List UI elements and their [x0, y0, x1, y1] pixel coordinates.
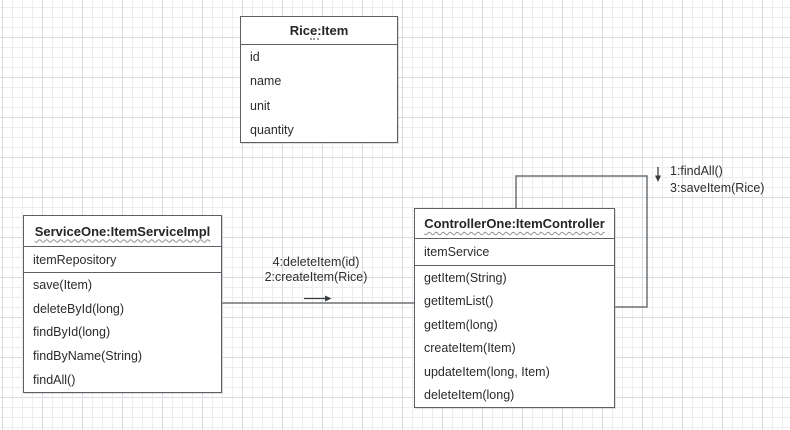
node-title-text: ControllerOne:ItemController: [424, 216, 605, 231]
uml-node-service-one[interactable]: ServiceOne:ItemServiceImpl itemRepositor…: [23, 215, 222, 393]
method-row: getItemList(): [424, 294, 494, 309]
edge-label-controller-self-loop[interactable]: 1:findAll() 3:saveItem(Rice): [670, 163, 764, 196]
method-row: createItem(Item): [424, 341, 516, 356]
attribute-row: itemRepository: [33, 252, 117, 267]
right-arrow-icon: [304, 295, 332, 302]
node-title: Rice:Item: [241, 17, 397, 45]
uml-node-controller-one[interactable]: ControllerOne:ItemController itemService…: [414, 208, 615, 408]
service-methods: save(Item) deleteById(long) findById(lon…: [24, 273, 221, 392]
down-arrow-icon: [655, 167, 661, 182]
attribute-row: name: [250, 74, 282, 89]
node-title-text: ServiceOne:ItemServiceImpl: [34, 223, 211, 239]
edge-label-line: 2:createItem(Rice): [264, 270, 368, 284]
edge-label-line: 1:findAll(): [670, 164, 723, 178]
uml-node-rice-item[interactable]: Rice:Item id name unit quantity: [240, 16, 398, 143]
edge-label-line: 3:saveItem(Rice): [670, 180, 765, 195]
controller-methods: getItem(String) getItemList() getItem(lo…: [415, 266, 614, 407]
method-row: getItem(String): [424, 270, 507, 285]
attribute-row: quantity: [250, 122, 294, 137]
spellcheck-squiggle: [310, 37, 319, 40]
method-row: deleteItem(long): [424, 388, 515, 403]
method-row: deleteById(long): [33, 301, 125, 316]
controller-attributes: itemService: [415, 239, 614, 266]
method-row: findByName(String): [33, 349, 143, 364]
node-title: ControllerOne:ItemController: [415, 209, 614, 239]
attribute-row: itemService: [424, 245, 490, 259]
method-row: updateItem(long, Item): [424, 364, 550, 379]
node-title: ServiceOne:ItemServiceImpl: [24, 216, 221, 247]
method-row: save(Item): [33, 277, 93, 292]
edge-label-service-controller[interactable]: 4:deleteItem(id) 2:createItem(Rice): [236, 255, 396, 285]
attribute-row: id: [250, 50, 260, 65]
rice-attributes: id name unit quantity: [241, 45, 397, 142]
method-row: getItem(long): [424, 317, 498, 332]
method-row: findById(long): [33, 325, 111, 340]
service-attributes: itemRepository: [24, 247, 221, 273]
method-row: findAll(): [33, 373, 76, 388]
attribute-row: unit: [250, 98, 271, 113]
edge-label-line: 4:deleteItem(id): [272, 255, 360, 269]
node-title-text: Rice:Item: [289, 23, 349, 38]
